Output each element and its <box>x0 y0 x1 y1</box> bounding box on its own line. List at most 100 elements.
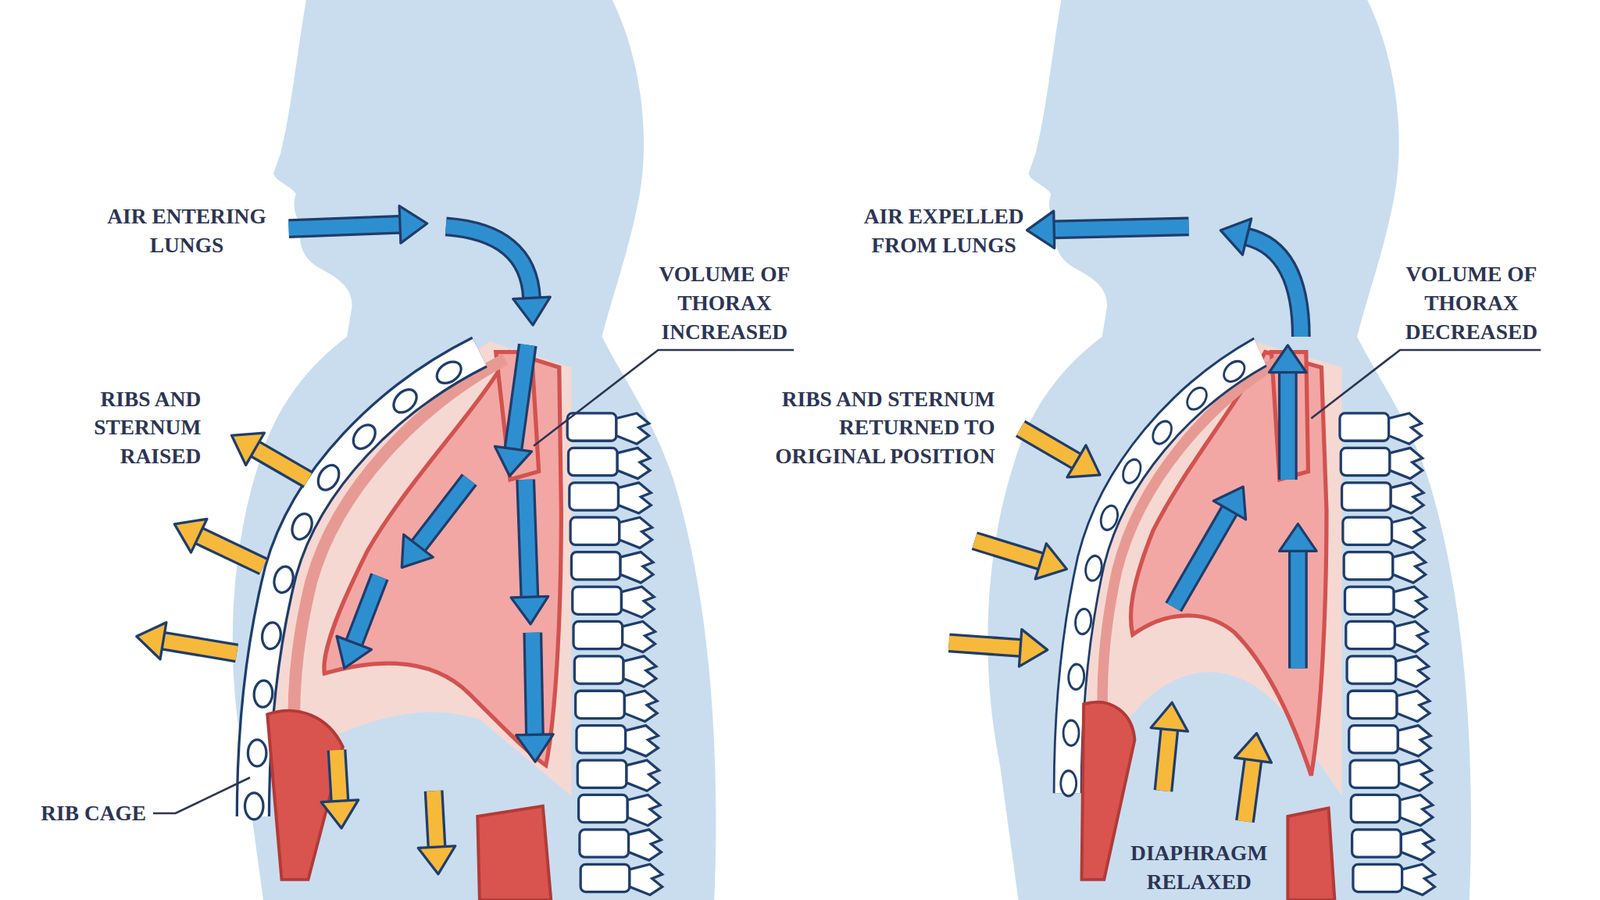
arrow-shaft-outline <box>1163 729 1170 791</box>
arrow-head <box>1213 486 1246 520</box>
arrow-shaft-outline <box>446 226 533 298</box>
spine <box>1339 413 1435 895</box>
diaphragm-muscle <box>477 806 551 900</box>
arrow-shaft-outline <box>513 344 528 449</box>
arrow-shaft-outline <box>532 632 536 736</box>
arrow-layer <box>136 206 1317 875</box>
airflow-arrow <box>1269 345 1308 480</box>
arrow-shaft-outline <box>336 750 340 801</box>
arrow-shaft <box>532 632 536 736</box>
movement-arrow <box>1234 733 1272 822</box>
airflow-arrow <box>510 479 549 625</box>
movement-arrow <box>321 750 359 829</box>
arrow-shaft <box>163 640 237 654</box>
arrow-head <box>321 800 359 829</box>
arrow-shaft-outline <box>433 790 437 847</box>
arrow-shaft-outline <box>418 479 470 547</box>
arrow-shaft <box>446 226 533 298</box>
arrow-head <box>417 846 456 875</box>
diaphragm-muscle <box>1081 702 1135 880</box>
arrow-head <box>1026 210 1054 249</box>
callout-label: AIR EXPELLED FROM LUNGS <box>846 202 1041 260</box>
callout-label: RIB CAGE <box>40 799 164 829</box>
arrow-shaft <box>525 479 530 597</box>
arrow-shaft <box>433 790 437 847</box>
arrow-shaft <box>513 344 528 449</box>
arrow-shaft-outline <box>1246 236 1301 337</box>
arrow-head <box>336 635 372 668</box>
arrow-head <box>1234 733 1272 764</box>
arrow-shaft-outline <box>1020 428 1077 462</box>
arrow-shaft <box>255 449 309 480</box>
arrow-shaft-outline <box>163 640 237 654</box>
arrow-head <box>136 622 167 660</box>
arrow-head <box>1150 702 1188 732</box>
airflow-arrow <box>1173 486 1246 608</box>
arrow-shaft <box>1280 372 1295 480</box>
callout-label: DIAPHRAGM RELAXED <box>1112 839 1286 897</box>
airflow-arrow <box>336 576 380 668</box>
arrow-shaft <box>289 224 400 229</box>
arrow-shaft-outline <box>255 449 309 480</box>
airflow-arrow <box>516 632 554 762</box>
arrow-shaft <box>353 576 380 643</box>
arrow-shaft <box>1246 236 1301 337</box>
arrow-shaft <box>1290 550 1305 668</box>
arrow-shaft-outline <box>353 576 380 643</box>
movement-arrow <box>417 790 456 875</box>
arrow-shaft <box>1173 510 1230 608</box>
arrow-head <box>1035 543 1067 579</box>
arrow-head <box>231 432 265 465</box>
arrow-head <box>1220 218 1251 255</box>
spine <box>567 413 662 895</box>
arrow-shaft-outline <box>1173 510 1230 608</box>
movement-arrow <box>136 622 237 660</box>
arrow-head <box>1018 629 1047 668</box>
callout-label: VOLUME OF THORAX DECREASED <box>1389 260 1554 347</box>
arrow-head <box>401 534 433 568</box>
arrow-head <box>516 734 554 762</box>
arrow-shaft-outline <box>199 535 264 567</box>
arrow-shaft <box>1163 729 1170 791</box>
movement-arrow <box>1020 428 1100 478</box>
arrow-shaft-outline <box>1053 226 1189 230</box>
arrow-shaft <box>949 642 1021 649</box>
diaphragm-muscle <box>267 710 343 880</box>
arrow-shaft-outline <box>525 479 530 597</box>
leader-line <box>1310 350 1541 419</box>
movement-arrow <box>1150 702 1188 791</box>
arrow-head <box>1067 445 1100 478</box>
callout-label: RIBS AND STERNUM RAISED <box>47 384 201 471</box>
airflow-arrow <box>401 479 469 568</box>
arrow-shaft <box>974 540 1041 561</box>
airflow-arrow <box>446 226 550 325</box>
movement-arrow <box>174 518 264 567</box>
arrow-head <box>494 446 532 476</box>
leader-lines <box>153 350 1541 814</box>
leader-line <box>153 777 250 814</box>
arrow-head <box>1279 524 1318 552</box>
arrow-shaft-outline <box>949 642 1021 649</box>
arrow-shaft <box>1244 760 1253 822</box>
airflow-arrow <box>1026 210 1189 249</box>
callout-label: VOLUME OF THORAX INCREASED <box>642 260 807 347</box>
arrow-shaft <box>1020 428 1077 462</box>
body-silhouette <box>232 0 717 900</box>
movement-arrow <box>949 629 1048 668</box>
arrow-shaft-outline <box>289 224 400 229</box>
arrow-shaft <box>1053 226 1189 230</box>
airflow-arrow <box>494 344 532 476</box>
arrow-head <box>1269 345 1308 373</box>
arrow-head <box>174 518 208 553</box>
movement-arrow <box>974 540 1067 579</box>
arrow-head <box>513 296 551 325</box>
arrow-shaft-outline <box>1288 550 1308 668</box>
airflow-arrow <box>1220 218 1301 337</box>
callout-label: AIR ENTERING LUNGS <box>84 202 289 260</box>
body-silhouette <box>987 0 1472 900</box>
arrow-shaft <box>199 535 264 567</box>
arrow-shaft-outline <box>974 540 1041 561</box>
arrow-head <box>399 206 428 244</box>
airflow-arrow <box>1279 524 1318 669</box>
